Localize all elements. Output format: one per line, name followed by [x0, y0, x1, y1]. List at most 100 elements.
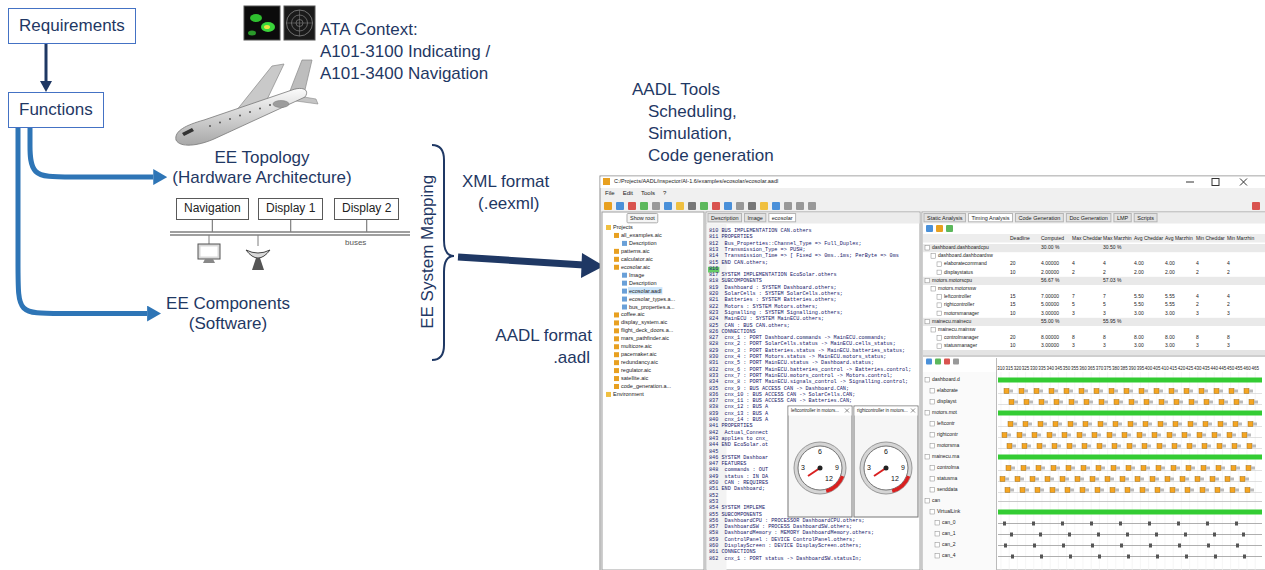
table-cell: 3.00000: [1041, 343, 1059, 349]
task-execution: [1172, 444, 1177, 449]
task-execution: [1244, 389, 1249, 394]
message-frame: [1032, 522, 1035, 526]
toolbar-icon: [628, 202, 636, 210]
task-waiting: [1069, 390, 1073, 393]
task-execution: [1199, 389, 1204, 394]
task-waiting: [1252, 445, 1256, 448]
task-waiting: [1202, 434, 1206, 437]
task-waiting: [1099, 390, 1103, 393]
tab-label: Image: [748, 215, 763, 221]
table-cell: dashboard.dashboardcpu: [932, 245, 989, 251]
toolbar-icon: [700, 202, 708, 210]
tree-item: all_examples.aic: [621, 232, 662, 238]
task-waiting: [1219, 390, 1223, 393]
task-waiting: [1157, 434, 1161, 437]
task-execution: [1082, 444, 1087, 449]
time-grid-line: [1156, 372, 1157, 570]
table-cell: mainecu.mainecu: [932, 319, 971, 325]
task-waiting: [1084, 390, 1088, 393]
task-execution: [1069, 400, 1074, 405]
code-line: 852: [709, 494, 718, 500]
table-cell: 20: [1010, 335, 1016, 341]
code-line: 828 cnx_2 : PORT SolarCells.status -> Ma…: [709, 342, 896, 348]
code-line: 837 cnx_11 : BUS ACCESS CAN -> Batteries…: [709, 399, 852, 405]
dial-number: 6: [818, 448, 822, 456]
message-frame: [1003, 522, 1006, 526]
gauge-face: [864, 446, 908, 490]
task-waiting: [1144, 390, 1148, 393]
gantt-row-label: mainecu.ma: [932, 454, 959, 460]
axis-tick: 455: [1235, 366, 1243, 371]
tree-icon: [606, 225, 611, 230]
message-frame: [1213, 533, 1216, 537]
time-grid-line: [1173, 372, 1174, 570]
code-line: 856 DashboardCPU : PROCESSOR DashboardCP…: [709, 519, 865, 525]
task-waiting: [1234, 390, 1238, 393]
code-line: 813 Transmission_Type => PUSH;: [709, 248, 806, 254]
radar-echo: [250, 14, 262, 22]
table-cell: 3: [1227, 311, 1230, 317]
task-waiting: [1011, 467, 1015, 470]
current-line-marker: [708, 267, 719, 273]
task-execution: [1065, 488, 1070, 493]
row-checkbox: [925, 411, 930, 416]
task-execution: [1167, 433, 1172, 438]
table-cell: 2: [1072, 270, 1075, 276]
time-grid-line: [1050, 372, 1051, 570]
task-waiting: [1065, 478, 1069, 481]
table-cell: 56.67 %: [1041, 278, 1059, 284]
toolbar-icon: [935, 359, 941, 365]
table-cell: 2: [1227, 302, 1230, 308]
tree-icon: [614, 360, 619, 365]
task-waiting: [1054, 390, 1058, 393]
task-waiting: [1253, 423, 1257, 426]
tab-label: Doc Generation: [1069, 215, 1108, 221]
task-waiting: [1102, 445, 1106, 448]
gantt-row-label: elaborate: [937, 388, 958, 394]
table-cell: 10: [1010, 343, 1016, 349]
gantt-row-label: can: [932, 498, 940, 504]
code-line: 840 cnx_14 : BUS A: [709, 418, 768, 424]
display-device-stand: [203, 259, 215, 263]
task-execution: [1217, 444, 1222, 449]
task-waiting: [1170, 478, 1174, 481]
task-waiting: [1145, 489, 1149, 492]
axis-tick: 340: [1046, 366, 1054, 371]
message-line: [998, 523, 1262, 524]
table-cell: 3: [1196, 343, 1199, 349]
message-frame: [1010, 533, 1013, 537]
table-cell: 5: [1103, 302, 1106, 308]
node-label: (Software): [166, 314, 290, 334]
task-waiting: [1118, 423, 1122, 426]
code-line: 814 Transmission_Time => [ Fixed => 0ms.…: [709, 254, 899, 260]
table-header: Avg Cheddar: [1134, 236, 1163, 242]
task-execution: [1182, 433, 1187, 438]
message-frame: [1242, 533, 1245, 537]
annotation: AADL Tools: [632, 80, 720, 100]
task-execution: [1234, 400, 1239, 405]
tab-label: Code Generation: [1018, 215, 1060, 221]
menu-item: File: [605, 190, 615, 197]
code-line: 860 DisplayScreen : DEVICE DisplayScreen…: [709, 544, 862, 550]
axis-tick: 330: [1030, 366, 1038, 371]
tree-icon: [622, 297, 627, 302]
task-waiting: [1159, 390, 1163, 393]
window-frame: [600, 176, 1265, 570]
table-cell: 7: [1103, 294, 1106, 300]
task-execution: [1035, 488, 1040, 493]
task-execution: [1216, 466, 1221, 471]
hardware-box: Navigation: [176, 198, 249, 220]
code-line: 811 PROPERTIES: [709, 235, 753, 241]
gauge-bezel: [860, 442, 912, 494]
tree-item: ecosolar.aic: [621, 264, 650, 270]
flow-arrow: [30, 128, 153, 177]
time-grid-line: [1001, 372, 1002, 570]
axis-tick: 440: [1210, 366, 1218, 371]
task-execution: [1051, 466, 1056, 471]
annotation: Simulation,: [648, 124, 732, 144]
axis-tick: 435: [1202, 366, 1210, 371]
annotation: A101-3100 Indicating /: [320, 42, 490, 62]
task-waiting: [1043, 423, 1047, 426]
toolbar-icon: [748, 202, 756, 210]
table-cell: 3: [1072, 343, 1075, 349]
